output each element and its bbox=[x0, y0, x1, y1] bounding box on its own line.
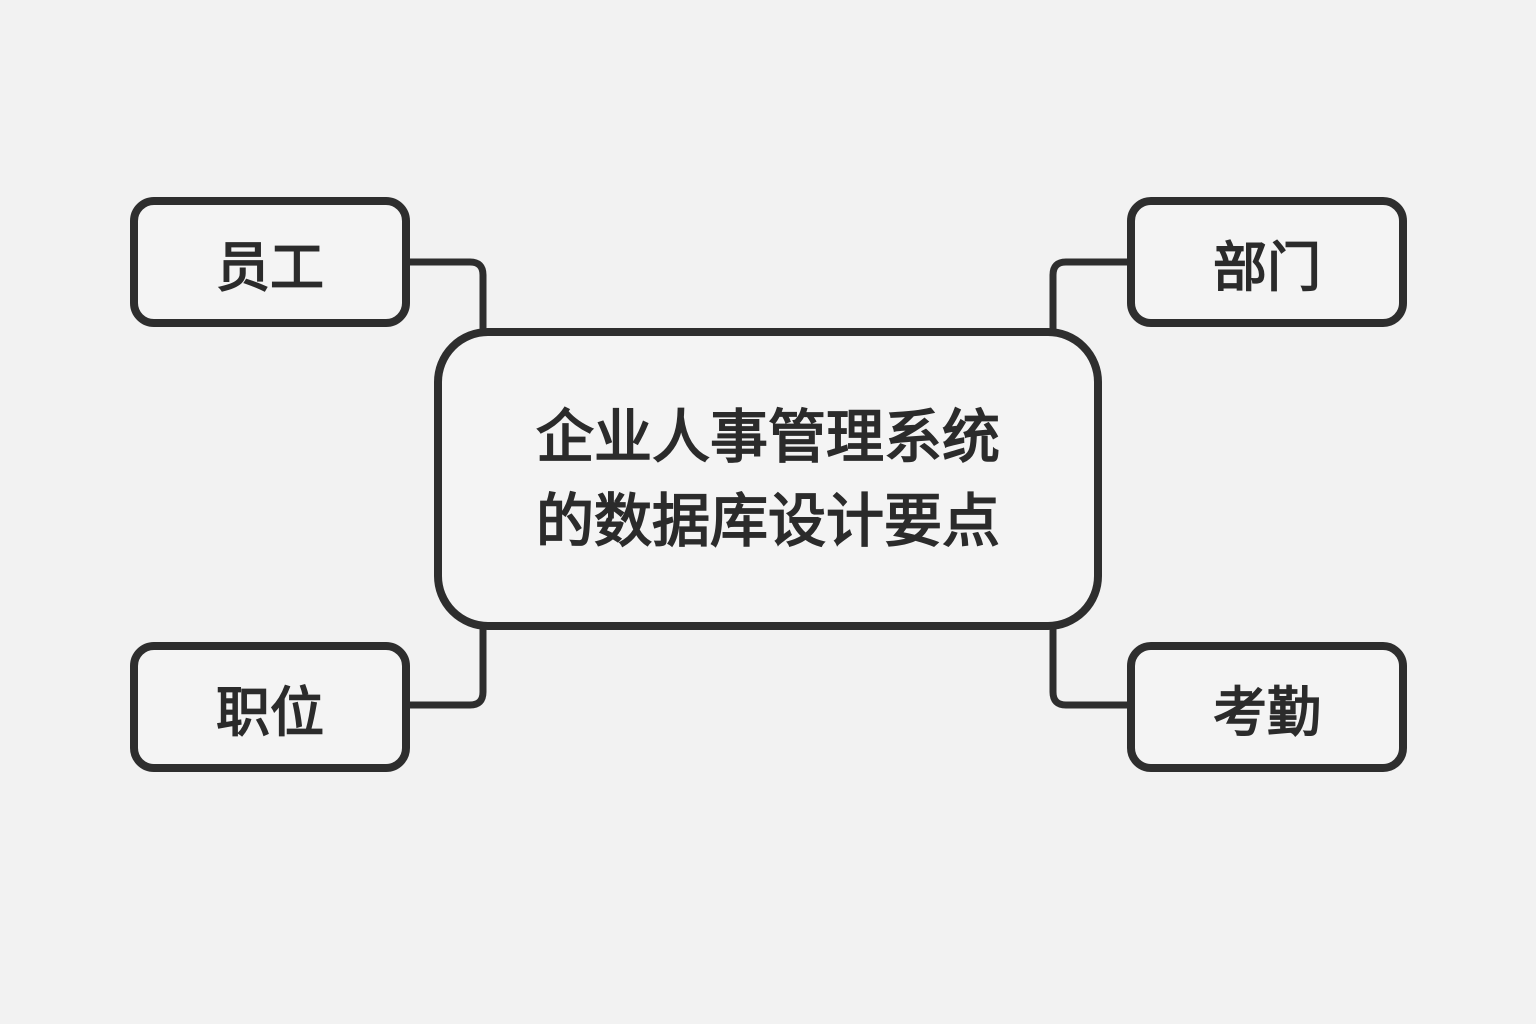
node-department[interactable]: 部门 bbox=[1127, 197, 1407, 327]
node-position-label: 职位 bbox=[216, 680, 324, 744]
connector-bottom-right bbox=[1049, 626, 1130, 709]
connector-top-left bbox=[406, 258, 487, 332]
central-topic[interactable]: 企业人事管理系统 的数据库设计要点 bbox=[434, 328, 1102, 630]
node-attendance-label: 考勤 bbox=[1213, 680, 1321, 744]
central-topic-line1: 企业人事管理系统 bbox=[535, 403, 1000, 471]
connector-bottom-left bbox=[406, 626, 487, 709]
connector-top-right bbox=[1049, 258, 1130, 332]
central-topic-line2: 的数据库设计要点 bbox=[535, 487, 1000, 555]
node-position[interactable]: 职位 bbox=[130, 642, 410, 772]
node-department-label: 部门 bbox=[1213, 235, 1321, 299]
node-attendance[interactable]: 考勤 bbox=[1127, 642, 1407, 772]
node-employee[interactable]: 员工 bbox=[130, 197, 410, 327]
node-employee-label: 员工 bbox=[216, 235, 324, 299]
